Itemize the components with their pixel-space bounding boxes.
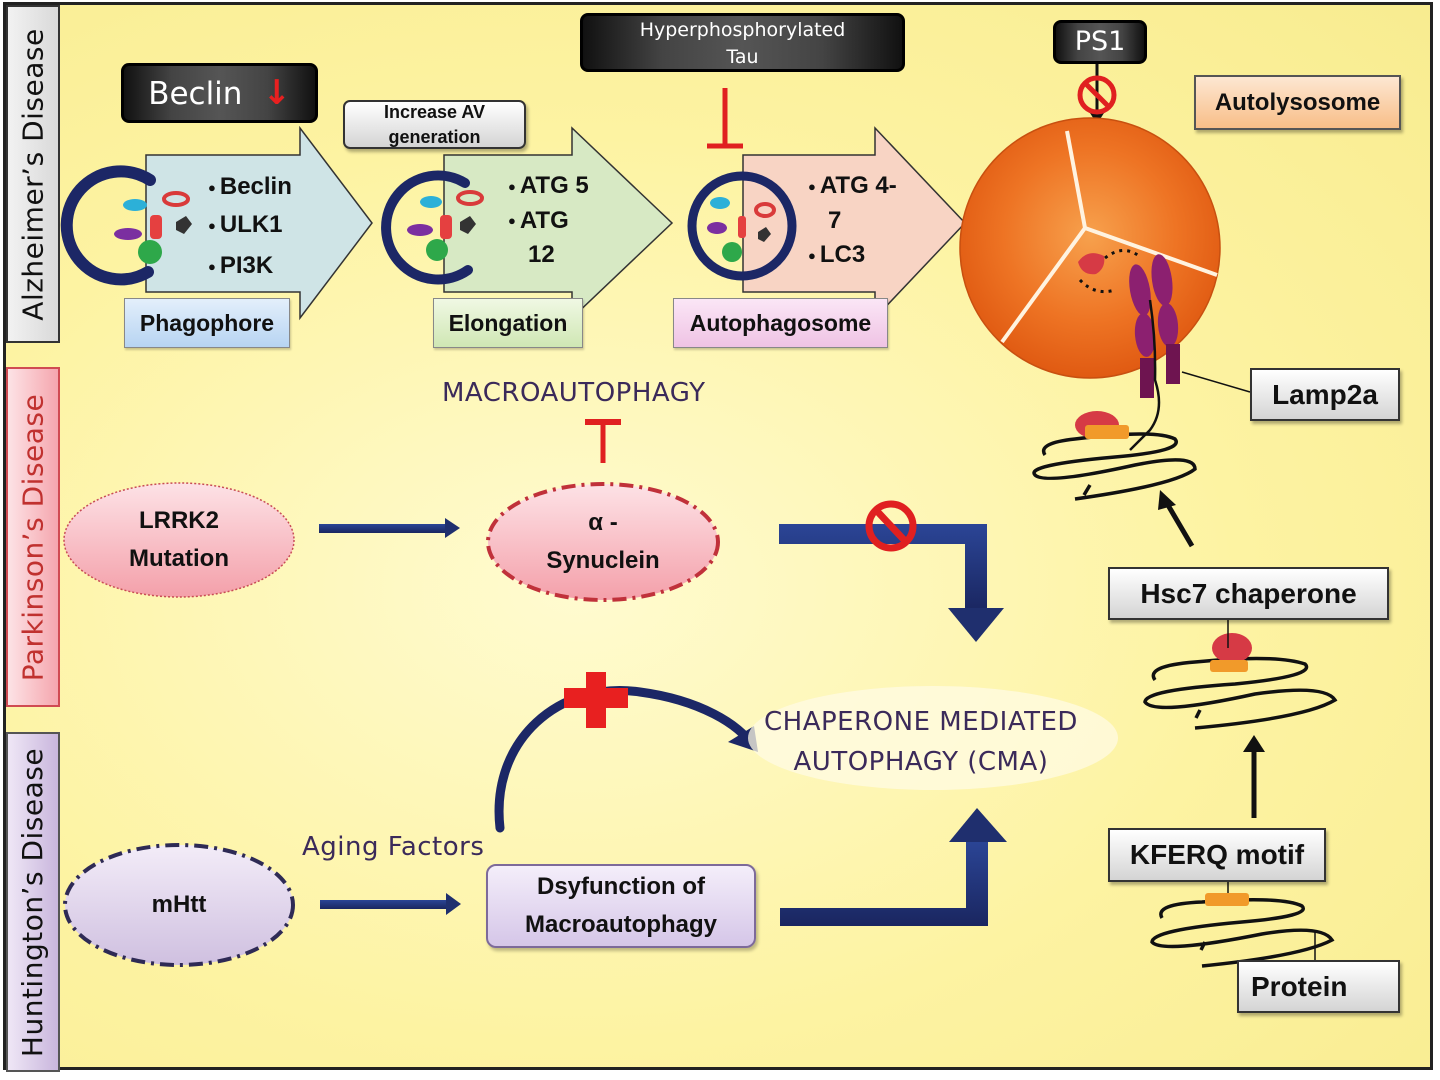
label-alzheimers: Alzheimer’s Disease: [6, 5, 60, 343]
cma-title-line1: CHAPERONE MEDIATED: [764, 707, 1078, 737]
bullet-beclin: Beclin: [208, 168, 292, 206]
lamp2a-text: Lamp2a: [1272, 378, 1378, 410]
lamp2a-label: Lamp2a: [1250, 368, 1400, 421]
tau-box: Hyperphosphorylated Tau: [580, 13, 905, 72]
increase-av-box: Increase AV generation: [343, 100, 526, 149]
cma-title-line2: AUTOPHAGY (CMA): [793, 747, 1049, 777]
autolysosome-label: Autolysosome: [1194, 75, 1401, 130]
elongation-bullets: ATG 5 ATG 12: [508, 169, 589, 273]
ps1-box-text: PS1: [1074, 26, 1126, 57]
phagophore-bullets: Beclin ULK1 PI3K: [208, 168, 292, 285]
tau-box-line2: Tau: [726, 46, 759, 68]
increase-av-line2: generation: [388, 126, 481, 147]
bullet-lc3: LC3: [808, 238, 897, 273]
label-parkinsons: Parkinson’s Disease: [6, 367, 60, 707]
bullet-ulk1: ULK1: [208, 206, 292, 244]
kferq-label: KFERQ motif: [1108, 828, 1326, 882]
beclin-box-text: Beclin: [148, 76, 243, 112]
kferq-text: KFERQ motif: [1129, 839, 1305, 870]
stage-label-autophagosome: Autophagosome: [673, 298, 888, 348]
mhtt-text: mHtt: [65, 845, 293, 965]
lrrk2-text: LRRK2 Mutation: [64, 483, 294, 597]
protein-text: Protein: [1251, 970, 1348, 1002]
bullet-atg5: ATG 5: [508, 169, 589, 204]
ps1-box: PS1: [1053, 20, 1147, 64]
mhtt-label: mHtt: [151, 891, 207, 918]
autolysosome-label-text: Autolysosome: [1214, 88, 1381, 116]
bullet-pi3k: PI3K: [208, 247, 292, 285]
lrrk2-line1: LRRK2: [138, 507, 219, 534]
lrrk2-line2: Mutation: [129, 545, 229, 572]
dysfunction-line2: Macroautophagy: [524, 911, 718, 938]
label-huntingtons: Huntington’s Disease: [6, 732, 60, 1072]
stage-label-elongation: Elongation: [433, 298, 583, 348]
autophagosome-text: Autophagosome: [689, 309, 872, 336]
increase-av-line1: Increase AV: [383, 101, 486, 122]
huntingtons-text: Huntington’s Disease: [16, 747, 50, 1057]
tau-box-line1: Hyperphosphorylated: [639, 19, 846, 41]
aging-factors-caption: Aging Factors: [302, 832, 485, 862]
dysfunction-box: Dsyfunction of Macroautophagy: [486, 864, 756, 948]
macroautophagy-caption: MACROAUTOPHAGY: [442, 378, 706, 408]
parkinsons-text: Parkinson’s Disease: [16, 393, 50, 681]
bullet-atg12-cont: 12: [528, 241, 555, 269]
elongation-text: Elongation: [448, 309, 568, 336]
phagophore-text: Phagophore: [139, 309, 275, 336]
bullet-atg4-7: ATG 4-: [808, 169, 897, 204]
beclin-box: Beclin ↓: [121, 63, 318, 123]
hsc7-text: Hsc7 chaperone: [1140, 577, 1357, 609]
cma-title: CHAPERONE MEDIATED AUTOPHAGY (CMA): [764, 702, 1078, 782]
synuclein-text: α - Synuclein: [488, 484, 718, 600]
dysfunction-line1: Dsyfunction of: [537, 873, 705, 900]
autophagosome-bullets: ATG 4- 7 LC3: [808, 169, 897, 273]
protein-label: Protein: [1237, 960, 1400, 1013]
down-arrow-icon: ↓: [262, 73, 291, 113]
bullet-atg4-7-cont: 7: [828, 206, 842, 234]
synuclein-line1: α -: [588, 509, 618, 536]
alzheimers-text: Alzheimer’s Disease: [16, 27, 50, 321]
bullet-atg12: ATG: [508, 204, 589, 239]
hsc7-label: Hsc7 chaperone: [1108, 567, 1389, 620]
stage-label-phagophore: Phagophore: [124, 298, 290, 348]
synuclein-line2: Synuclein: [546, 547, 660, 574]
